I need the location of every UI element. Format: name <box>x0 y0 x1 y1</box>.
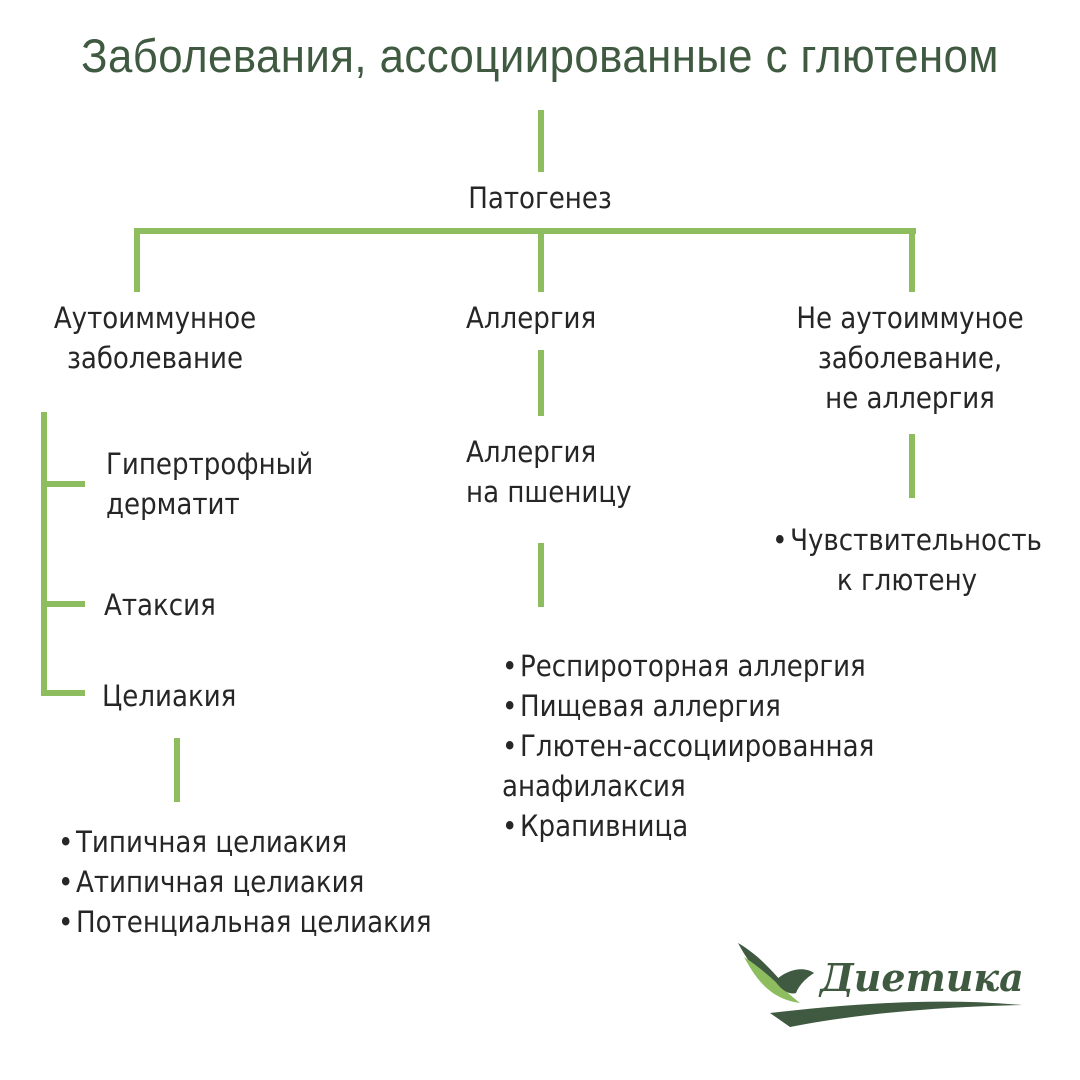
autoimmune-node: Аутоиммунное заболевание <box>20 298 290 378</box>
autoimmune-label-line1: Аутоиммунное <box>53 301 257 335</box>
connector-horizontal <box>134 228 916 234</box>
page-title: Заболевания, ассоциированные с глютеном <box>81 29 999 82</box>
allergy-types-list: •Респироторная аллергия •Пищевая аллерги… <box>502 646 874 846</box>
gluten-sensitivity-line1: •Чувствительность <box>772 523 1042 557</box>
connector-title-root <box>538 110 544 172</box>
connector-celiac-drop <box>174 738 180 802</box>
connector-right-drop <box>909 228 915 292</box>
root-node: Патогенез <box>468 181 612 215</box>
ataxia-node: Атаксия <box>104 588 216 622</box>
autoimmune-label-line2: заболевание <box>66 341 244 375</box>
bird-icon <box>775 969 814 994</box>
celiac-types-list: •Типичная целиакия •Атипичная целиакия •… <box>58 822 432 942</box>
list-item: •Типичная целиакия <box>58 825 348 859</box>
list-item: •Потенциальная целиакия <box>58 905 432 939</box>
logo-text: Диетика <box>820 955 1024 1000</box>
wheat-allergy-line1: Аллергия <box>466 435 597 469</box>
connector-left-drop <box>134 228 140 292</box>
connector-autoimmune-tick-1 <box>41 481 85 487</box>
non-autoimmune-line2: заболевание, <box>817 341 1003 375</box>
list-item: •Крапивница <box>502 809 689 843</box>
wheat-allergy-line2: на пшеницу <box>466 475 632 509</box>
allergy-node: Аллергия <box>466 301 597 335</box>
list-item: •Атипичная целиакия <box>58 865 365 899</box>
list-item: •Пищевая аллергия <box>502 689 781 723</box>
dermatitis-line2: дерматит <box>106 487 240 521</box>
list-item: •Глютен-ассоциированная <box>502 729 875 763</box>
dermatitis-line1: Гипертрофный <box>106 447 314 481</box>
dermatitis-node: Гипертрофный дерматит <box>106 444 313 524</box>
non-autoimmune-line1: Не аутоиммуное <box>796 301 1024 335</box>
celiac-node: Целиакия <box>102 679 237 713</box>
connector-autoimmune-tick-2 <box>41 601 85 607</box>
list-item: анафилаксия <box>502 769 686 803</box>
connector-middle-drop <box>538 228 544 292</box>
connector-autoimmune-vertical <box>41 412 47 696</box>
connector-autoimmune-tick-3 <box>41 690 85 696</box>
connector-allergy-drop-2 <box>538 543 544 607</box>
non-autoimmune-node: Не аутоиммуное заболевание, не аллергия <box>760 298 1060 418</box>
dietika-logo <box>738 943 1022 1027</box>
list-item: •Респироторная аллергия <box>502 649 866 683</box>
gluten-sensitivity-node: •Чувствительность к глютену <box>752 520 1062 600</box>
non-autoimmune-line3: не аллергия <box>825 381 995 415</box>
connector-allergy-drop-1 <box>538 350 544 416</box>
gluten-sensitivity-line2: к глютену <box>836 563 978 597</box>
wheat-allergy-node: Аллергия на пшеницу <box>466 432 632 512</box>
swoosh-icon <box>770 1001 1022 1027</box>
connector-nonautoimmune-drop <box>909 434 915 498</box>
